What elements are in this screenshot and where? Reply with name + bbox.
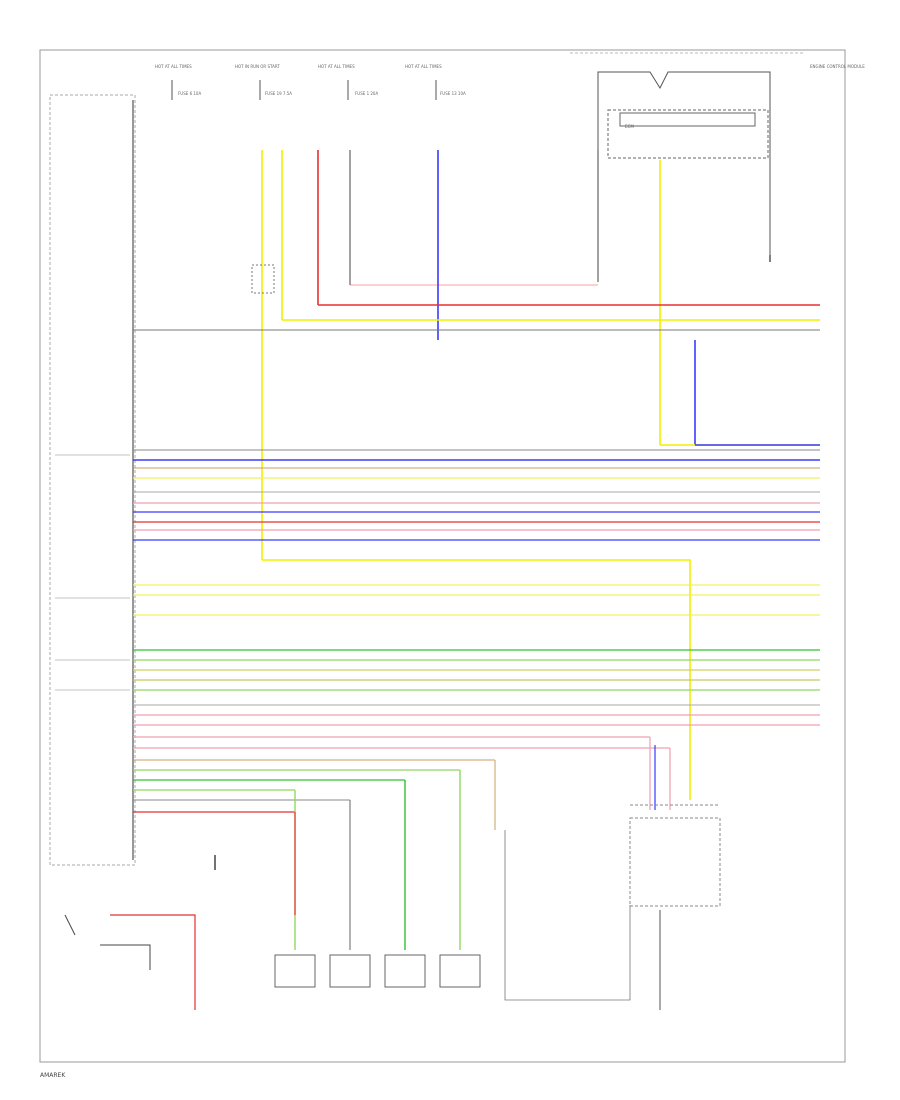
fuse-source-label-1: HOT AT ALL TIMES xyxy=(155,64,192,69)
footer-text: AMAREK xyxy=(40,1072,66,1079)
ground-line-middle xyxy=(504,830,631,1001)
fuse-source-label-4: HOT AT ALL TIMES xyxy=(405,64,442,69)
wire-red-bottom-left xyxy=(110,914,196,1010)
fuse-source-label-2: HOT IN RUN OR START xyxy=(235,64,280,69)
relay-module-box xyxy=(629,817,721,907)
switch-left-body xyxy=(64,914,76,936)
fuse-label-1: FUSE 6 10A xyxy=(178,91,201,96)
fuse-source-label-3: HOT AT ALL TIMES xyxy=(318,64,355,69)
fuse-label-4: FUSE 13 10A xyxy=(440,91,466,96)
wire-yellow-crossover xyxy=(262,559,691,800)
ecm-feed-line xyxy=(597,71,771,255)
fuse-symbols xyxy=(171,80,437,100)
top-right-label: ENGINE CONTROL MODULE xyxy=(810,64,865,69)
ecm-box xyxy=(607,109,769,159)
underhood-box xyxy=(251,264,275,294)
wire-black-bottom-left xyxy=(100,944,151,970)
switch-boxes xyxy=(274,954,481,988)
left-pin-stubs xyxy=(55,454,130,691)
fuse-label-3: FUSE 1 20A xyxy=(355,91,378,96)
fuse-label-2: FUSE 19 7.5A xyxy=(265,91,292,96)
diagram-border xyxy=(39,49,846,1063)
module-outline xyxy=(49,94,136,866)
ecm-inner-box xyxy=(619,112,756,127)
